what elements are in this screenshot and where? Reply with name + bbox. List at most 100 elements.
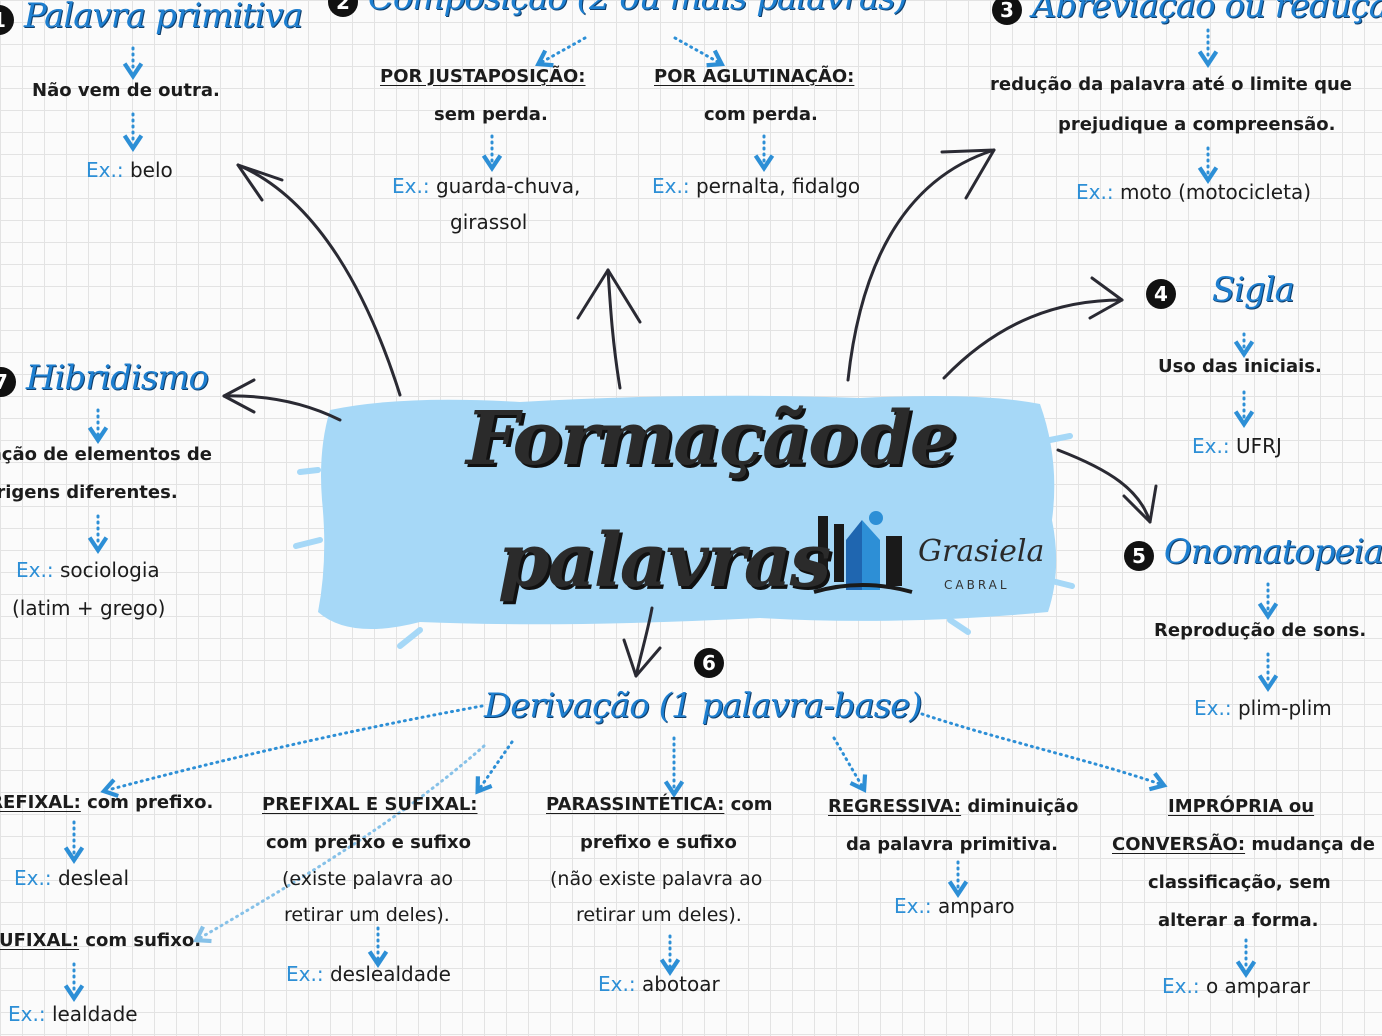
prefixal-desc: com prefixo. (87, 792, 214, 813)
prefixal-sufixal-desc-3: retirar um deles). (284, 904, 450, 926)
parassintetica-example: Ex.: abotoar (598, 972, 720, 996)
ex-label: Ex.: (86, 158, 124, 182)
ex-label: Ex.: (1076, 180, 1114, 204)
logo-sub: CABRAL (944, 578, 1010, 592)
example-text: belo (129, 158, 173, 182)
example-text: deslealdade (329, 962, 451, 986)
justaposicao-desc: sem perda. (434, 104, 548, 125)
derivacao-heading: Derivação (1 palavra-base) (484, 686, 923, 726)
justaposicao-label: POR JUSTAPOSIÇÃO: (380, 66, 586, 87)
regressiva-label: REGRESSIVA: (828, 796, 962, 817)
onomatopeia-desc: Reprodução de sons. (1154, 620, 1367, 641)
impropria-label-2: CONVERSÃO: (1112, 834, 1246, 855)
heading-text: Abreviação ou redução (1031, 0, 1382, 26)
parassintetica-desc-2: (não existe palavra ao (550, 868, 763, 890)
number-badge: 1 (0, 5, 14, 35)
arrow-to-derivacao (634, 606, 654, 678)
composicao-heading: 2 Composição (2 ou mais palavras) (328, 0, 908, 18)
sigla-example: Ex.: UFRJ (1192, 434, 1282, 458)
ex-label: Ex.: (1192, 434, 1230, 458)
parassintetica-desc-3: retirar um deles). (576, 904, 742, 926)
number-badge: 3 (992, 0, 1022, 25)
example-text: desleal (57, 866, 130, 890)
example-text: pernalta, fidalgo (695, 174, 861, 198)
primitiva-heading: 1 Palavra primitiva (0, 0, 303, 36)
primitiva-desc: Não vem de outra. (32, 80, 220, 101)
onomatopeia-example: Ex.: plim-plim (1194, 696, 1332, 720)
hibridismo-desc-1: junção de elementos de (0, 444, 213, 465)
prefixal-sufixal-label: PREFIXAL E SUFIXAL: (262, 794, 478, 815)
title-word-palavras: palavras (498, 518, 831, 604)
parassintetica-item: PARASSINTÉTICA: com (546, 794, 772, 815)
impropria-desc-2: alterar a forma. (1158, 910, 1319, 931)
example-text: amparo (937, 894, 1015, 918)
sufixal-item: SUFIXAL: com sufixo. (0, 930, 201, 951)
ex-label: Ex.: (598, 972, 636, 996)
ex-label: Ex.: (1194, 696, 1232, 720)
arrow-to-abreviacao (846, 148, 996, 382)
dotted-connectors (63, 28, 1279, 1002)
title-word-formacao: Formação (466, 396, 857, 482)
example-text: guarda-chuva, (435, 174, 581, 198)
parassintetica-desc-0: com (730, 794, 773, 815)
arrow-to-primitiva (236, 163, 402, 397)
sufixal-example: Ex.: lealdade (8, 1002, 138, 1026)
impropria-label-1: IMPRÓPRIA ou (1168, 796, 1315, 817)
hibridismo-heading: 7 Hibridismo (0, 358, 209, 398)
heading-text: Onomatopeia (1163, 532, 1382, 572)
number-badge: 2 (328, 0, 358, 17)
impropria-example: Ex.: o amparar (1162, 974, 1310, 998)
regressiva-desc-0: diminuição (967, 796, 1079, 817)
aglutinacao-desc: com perda. (704, 104, 818, 125)
sufixal-desc: com sufixo. (85, 930, 202, 951)
abreviacao-desc-2: prejudique a compreensão. (1058, 114, 1336, 135)
example-text: plim-plim (1237, 696, 1332, 720)
derivacao-number: 6 (694, 648, 724, 678)
parassintetica-label: PARASSINTÉTICA: (546, 794, 725, 815)
justaposicao-example-2: girassol (450, 210, 528, 234)
regressiva-desc-1: da palavra primitiva. (846, 834, 1059, 855)
heading-text: Sigla (1211, 270, 1295, 310)
prefixal-item: PREFIXAL: com prefixo. (0, 792, 213, 813)
regressiva-item: REGRESSIVA: diminuição (828, 796, 1078, 817)
example-text: sociologia (59, 558, 160, 582)
example-text: moto (motocicleta) (1119, 180, 1312, 204)
number-badge: 6 (694, 648, 724, 678)
onomatopeia-heading: 5 Onomatopeia (1124, 532, 1382, 572)
number-badge: 5 (1124, 541, 1154, 571)
aglutinacao-label: POR AGLUTINAÇÃO: (654, 66, 855, 87)
example-text: o amparar (1205, 974, 1310, 998)
heading-text: Composição (2 ou mais palavras) (368, 0, 908, 18)
prefixal-label: PREFIXAL: (0, 792, 81, 813)
ex-label: Ex.: (392, 174, 430, 198)
abreviacao-example: Ex.: moto (motocicleta) (1076, 180, 1311, 204)
prefixal-sufixal-desc-2: (existe palavra ao (282, 868, 453, 890)
logo-name: Grasiela (918, 534, 1045, 569)
sufixal-label: SUFIXAL: (0, 930, 80, 951)
title-word-de: de (860, 396, 957, 482)
abreviacao-heading: 3 Abreviação ou redução (992, 0, 1382, 26)
prefixal-sufixal-desc-1: com prefixo e sufixo (266, 832, 471, 853)
example-text: lealdade (51, 1002, 138, 1026)
example-text: abotoar (641, 972, 720, 996)
ex-label: Ex.: (652, 174, 690, 198)
arrow-to-hibridismo (222, 394, 342, 422)
arrow-to-sigla (942, 298, 1124, 380)
arrow-to-composicao (606, 268, 622, 390)
ex-label: Ex.: (14, 866, 52, 890)
number-badge: 7 (0, 367, 16, 397)
ex-label: Ex.: (894, 894, 932, 918)
heading-text: Palavra primitiva (23, 0, 303, 36)
sigla-heading: 4 Sigla (1146, 270, 1295, 310)
prefixal-example: Ex.: desleal (14, 866, 129, 890)
hibridismo-desc-2: origens diferentes. (0, 482, 178, 503)
sigla-desc: Uso das iniciais. (1158, 356, 1322, 377)
arrow-to-onomatopeia (1056, 448, 1152, 524)
ex-label: Ex.: (1162, 974, 1200, 998)
ex-label: Ex.: (16, 558, 54, 582)
impropria-desc-1: classificação, sem (1148, 872, 1331, 893)
ex-label: Ex.: (286, 962, 324, 986)
justaposicao-example: Ex.: guarda-chuva, (392, 174, 580, 198)
abreviacao-desc-1: redução da palavra até o limite que (990, 74, 1353, 95)
